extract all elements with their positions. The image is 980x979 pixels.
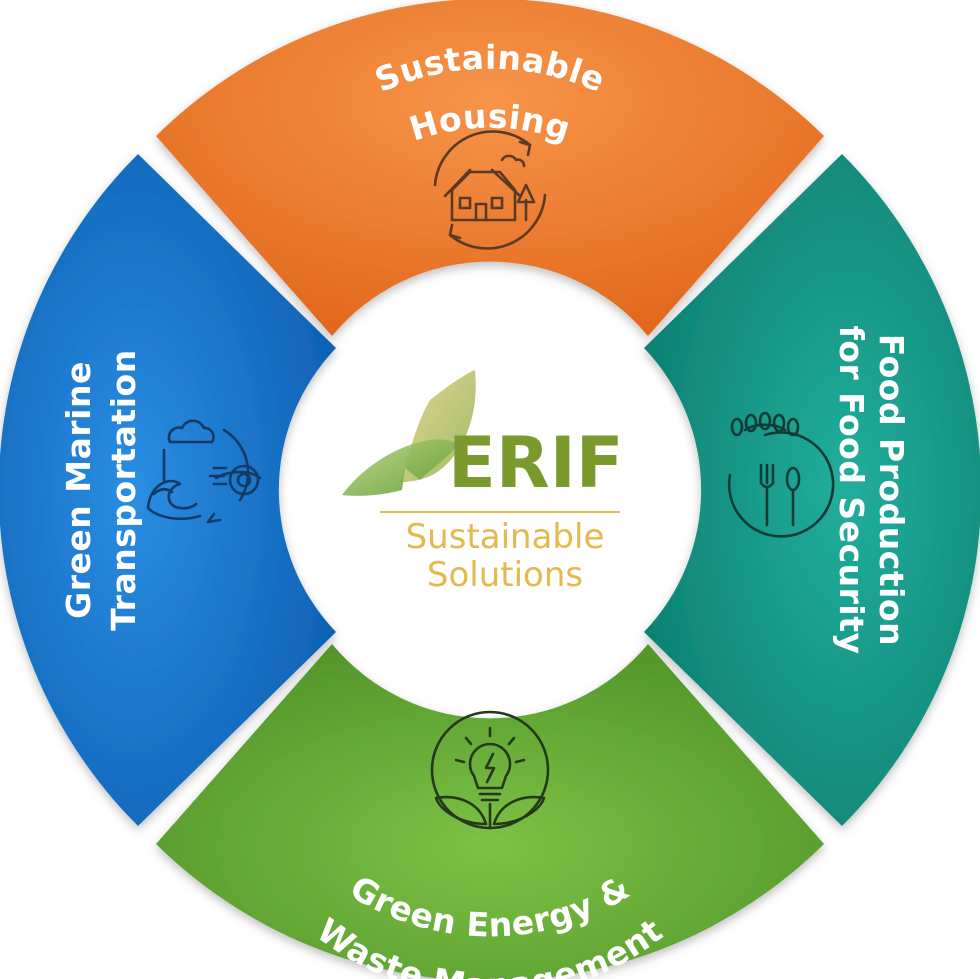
wave-ship-icon xyxy=(146,419,262,524)
brand-tagline-line1: Sustainable xyxy=(406,517,605,557)
segment-food xyxy=(644,154,980,826)
food-label-line1: Food Production xyxy=(872,334,911,646)
wheat-cutlery-icon xyxy=(727,411,835,538)
food-label-line2: for Food Security xyxy=(832,325,871,654)
lightbulb-plant-icon xyxy=(430,710,550,830)
brand-name: ERIF xyxy=(448,422,624,504)
house-recycle-icon xyxy=(433,130,547,250)
brand-tagline-line2: Solutions xyxy=(427,555,583,595)
marine-label-line1: Green Marine xyxy=(59,361,98,619)
center-circle xyxy=(290,290,690,690)
leaf-front-icon xyxy=(342,439,458,496)
marine-label-line2: Transportation xyxy=(104,349,143,630)
segment-housing xyxy=(156,0,824,336)
erif-logo: ERIF Sustainable Solutions xyxy=(342,370,624,595)
